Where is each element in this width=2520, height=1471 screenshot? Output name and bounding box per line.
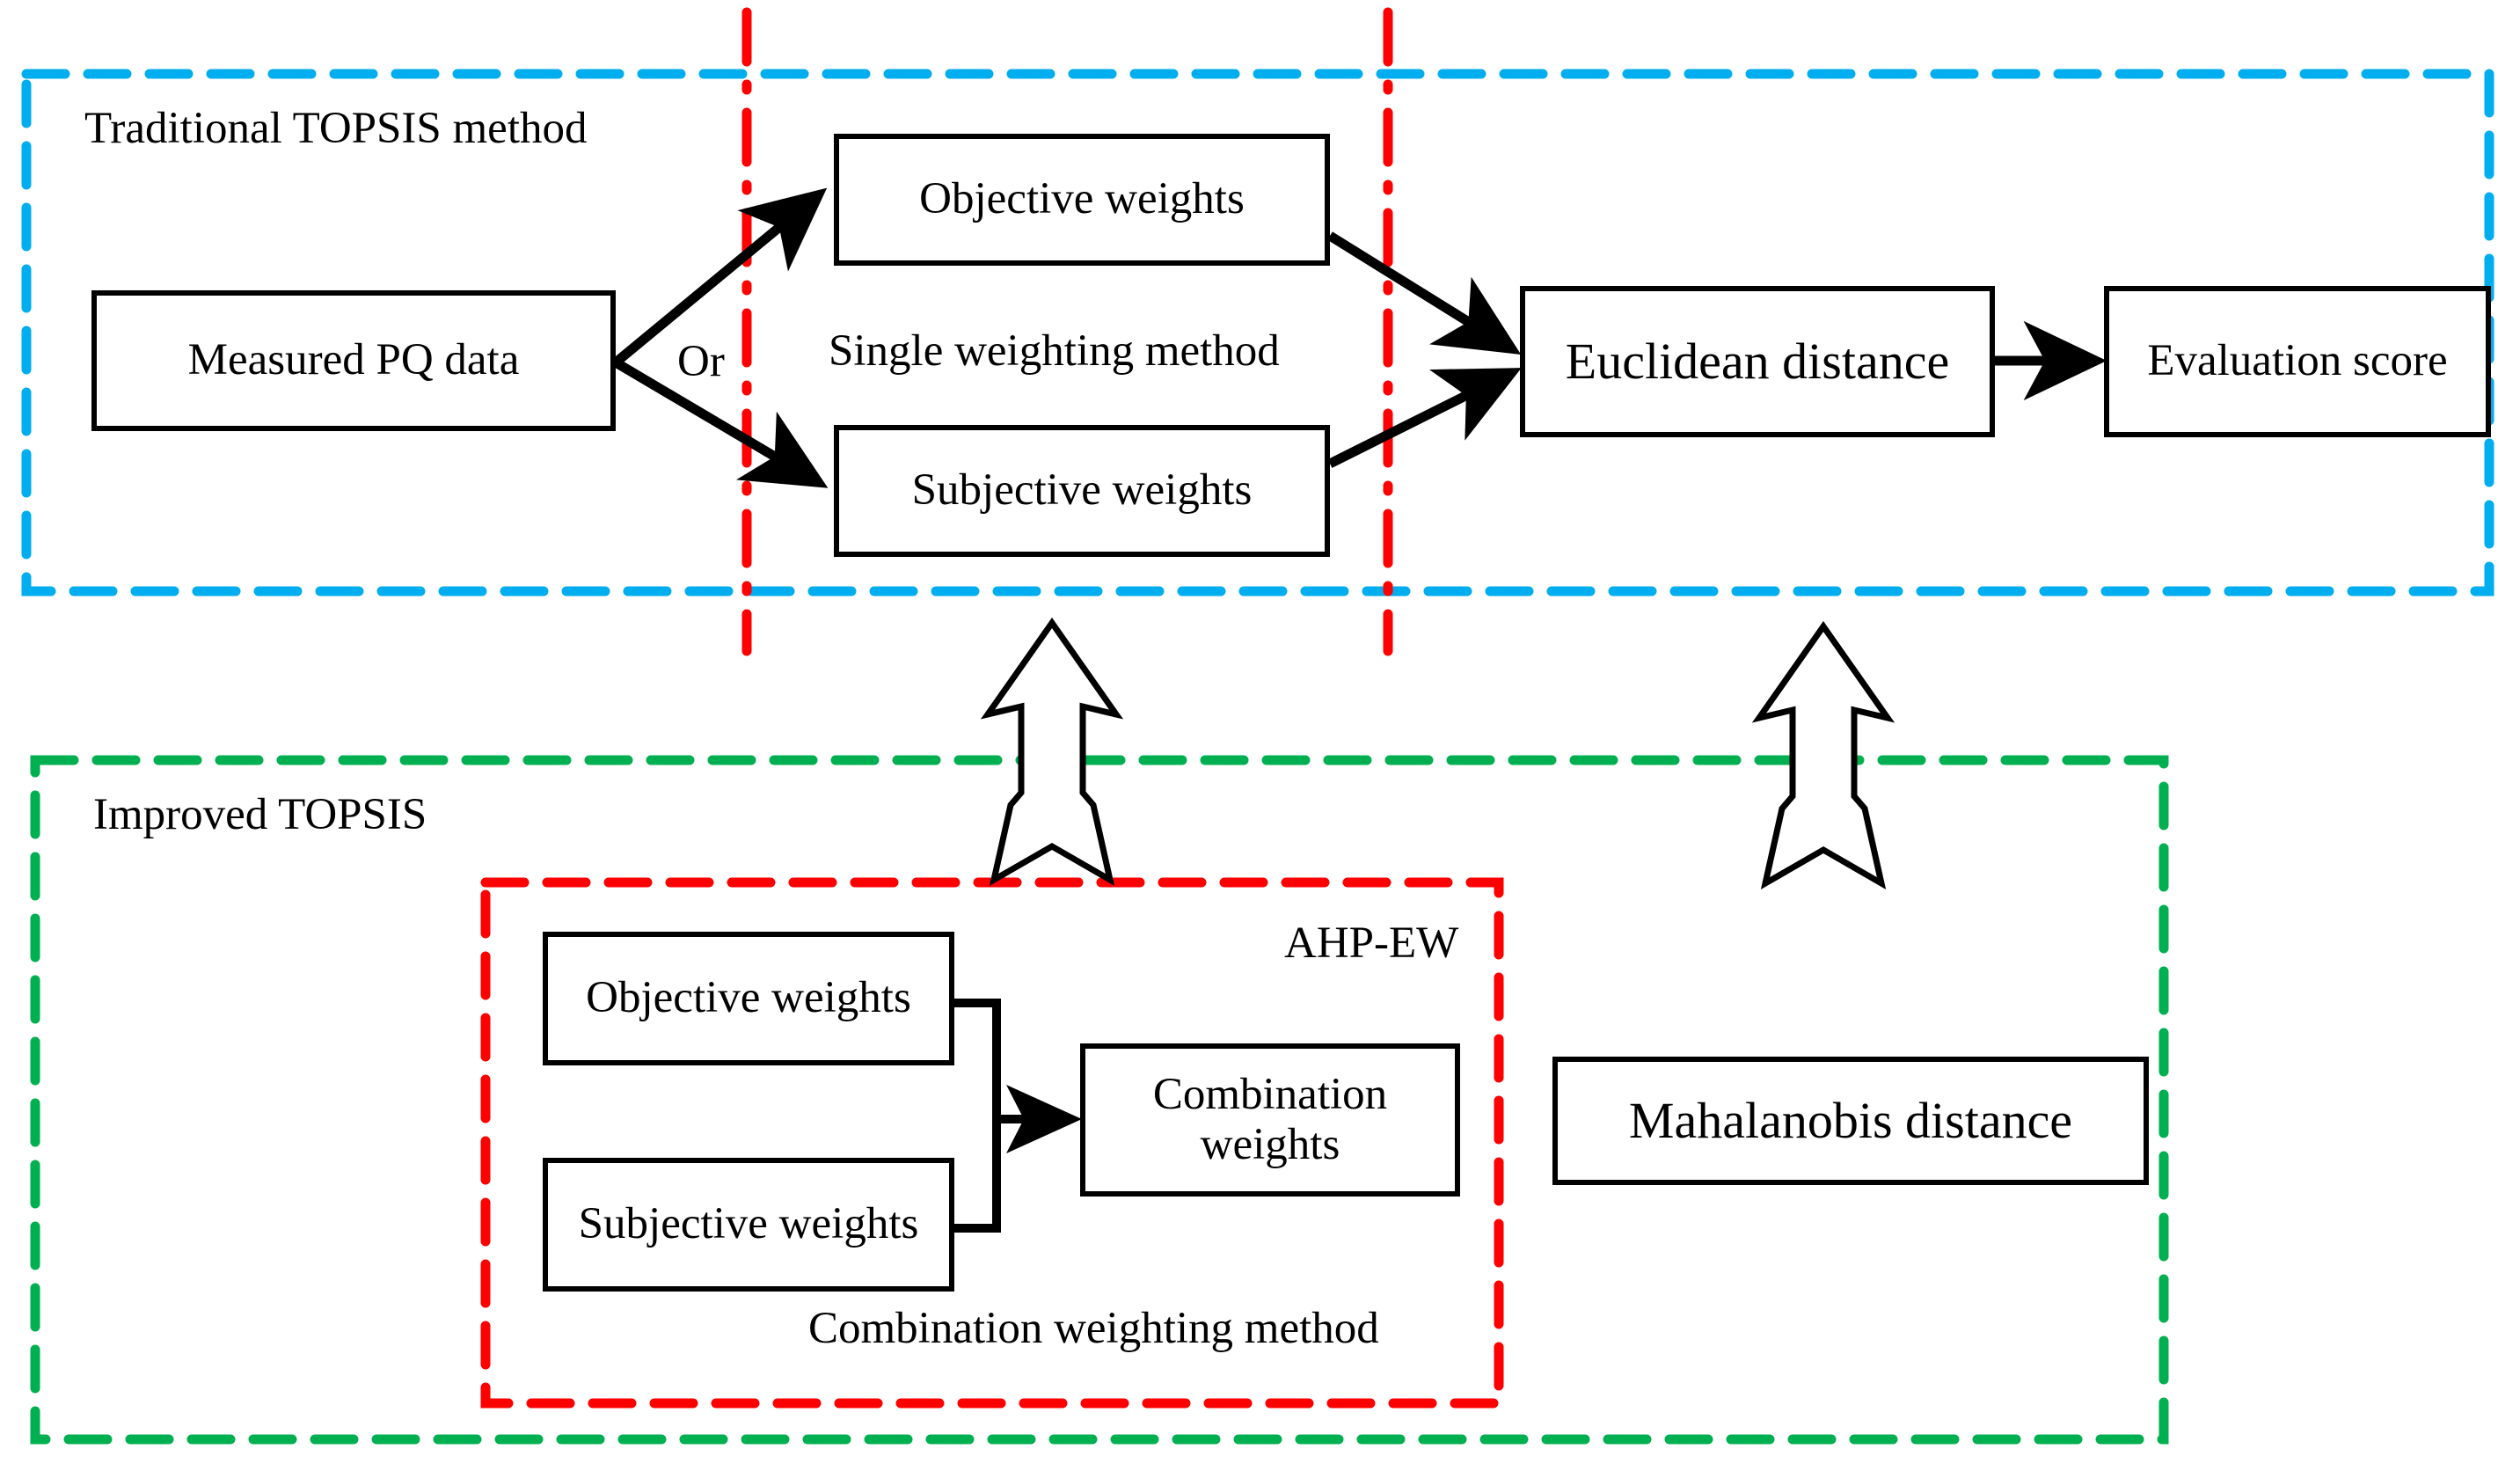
node-evaluation-score[interactable]: Evaluation score — [2104, 286, 2491, 437]
node-mahalanobis-distance[interactable]: Mahalanobis distance — [1552, 1057, 2149, 1185]
node-combination-weights[interactable]: Combination weights — [1080, 1043, 1460, 1197]
edge-subjective-weights-to-euclidean — [1327, 368, 1522, 468]
group-label-improved-topsis: Improved TOPSIS — [93, 790, 427, 839]
node-measured-pq-data[interactable]: Measured PQ data — [91, 290, 616, 431]
group-badge-ahp-ew: AHP-EW — [1284, 918, 1459, 968]
edge-objective-weights-to-euclidean — [1327, 231, 1522, 355]
upgrade-arrow-weights-icon — [980, 617, 1124, 887]
upgrade-arrow-distance-icon — [1751, 620, 1895, 890]
node-subjective-weights-top[interactable]: Subjective weights — [834, 425, 1330, 557]
group-label-combination-weighting-method: Combination weighting method — [808, 1304, 1379, 1353]
edge-pq-to-objective-weights — [612, 187, 828, 367]
node-objective-weights-bottom[interactable]: Objective weights — [543, 932, 954, 1065]
edge-objective-bottom-to-combination — [954, 999, 1001, 1119]
node-euclidean-distance[interactable]: Euclidean distance — [1520, 286, 1995, 437]
edge-subjective-bottom-to-combination — [954, 1119, 1001, 1233]
edge-pq-to-subjective-weights — [613, 358, 829, 488]
node-subjective-weights-bottom[interactable]: Subjective weights — [543, 1158, 954, 1292]
label-or: Or — [677, 337, 725, 386]
label-single-weighting-method: Single weighting method — [829, 326, 1280, 376]
node-combination-weights-line-2: weights — [1200, 1120, 1340, 1169]
node-combination-weights-line-1: Combination — [1152, 1069, 1388, 1119]
group-label-traditional-topsis: Traditional TOPSIS method — [84, 104, 588, 153]
node-objective-weights-top[interactable]: Objective weights — [834, 134, 1330, 266]
group-frame-improved-topsis — [30, 755, 2169, 1445]
